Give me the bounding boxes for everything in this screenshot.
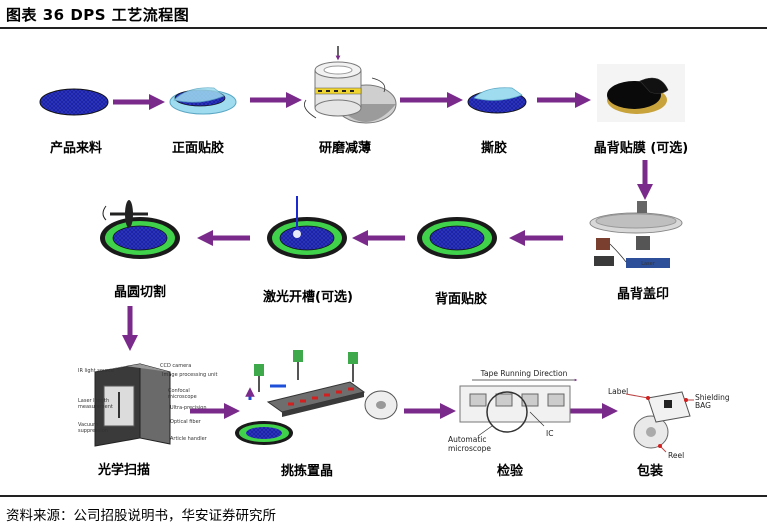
label-tag: Label	[608, 387, 628, 396]
ic-label: IC	[546, 429, 553, 438]
step-label-dicing: 晶圆切割	[113, 285, 167, 300]
step-label-back-tape: 背面贴胶	[434, 292, 488, 307]
flow-arrows	[113, 91, 654, 420]
wafer-incoming-illustration	[39, 88, 109, 116]
step-label-packing: 包装	[636, 464, 664, 479]
laser-grooving-illustration	[267, 196, 347, 259]
tape-removal-illustration	[467, 87, 527, 114]
front-tape-illustration	[169, 87, 237, 115]
svg-text:CCD camera: CCD camera	[160, 363, 191, 369]
source-note: 资料来源：公司招股说明书，华安证券研究所	[6, 508, 276, 524]
top-rule	[0, 27, 767, 29]
grinding-illustration	[303, 46, 397, 124]
backside-film-illustration	[597, 64, 685, 122]
wafer-dicing-illustration	[100, 200, 180, 259]
reel-label: Reel	[668, 451, 684, 460]
svg-text:Vacuum: Vacuum	[78, 422, 98, 428]
step-label-incoming: 产品来料	[49, 141, 103, 156]
svg-text:Image processing unit: Image processing unit	[162, 372, 218, 378]
step-label-grinding: 研磨减薄	[318, 141, 372, 156]
step-label-backside-marking: 晶背盖印	[616, 287, 670, 302]
step-label-tape-removal: 撕胶	[480, 141, 508, 156]
pick-and-place-illustration	[235, 350, 398, 445]
step-label-front-tape: 正面贴胶	[171, 141, 225, 156]
svg-text:Confocal: Confocal	[168, 388, 190, 394]
svg-text:IR light source: IR light source	[78, 368, 114, 374]
step-label-optical-scan: 光学扫描	[97, 463, 151, 478]
svg-text:Laser length: Laser length	[78, 398, 109, 404]
svg-text:microscope: microscope	[168, 394, 197, 400]
optical-scan-illustration: CCD camera Image processing unit IR ligh…	[78, 363, 218, 447]
svg-text:measurement: measurement	[78, 404, 113, 410]
step-label-laser-grooving: 激光开槽(可选)	[263, 290, 353, 305]
step-label-pick-place: 挑拣置晶	[280, 464, 334, 479]
step-label-backside-film: 晶背贴膜 (可选)	[593, 141, 689, 156]
svg-text:Laser: Laser	[641, 261, 656, 267]
svg-text:Article handler: Article handler	[170, 436, 208, 442]
svg-text:Optical fiber: Optical fiber	[170, 419, 202, 425]
backside-marking-illustration: Laser	[589, 201, 683, 268]
step-label-inspection: 检验	[496, 464, 524, 479]
back-tape-illustration	[417, 217, 497, 259]
bottom-rule	[0, 495, 767, 497]
svg-text:Ultra-precision: Ultra-precision	[170, 405, 207, 411]
figure-title: 图表 36 DPS 工艺流程图	[6, 6, 190, 24]
svg-text:suppression: suppression	[78, 428, 108, 434]
tape-direction-label: Tape Running Direction	[480, 369, 568, 378]
